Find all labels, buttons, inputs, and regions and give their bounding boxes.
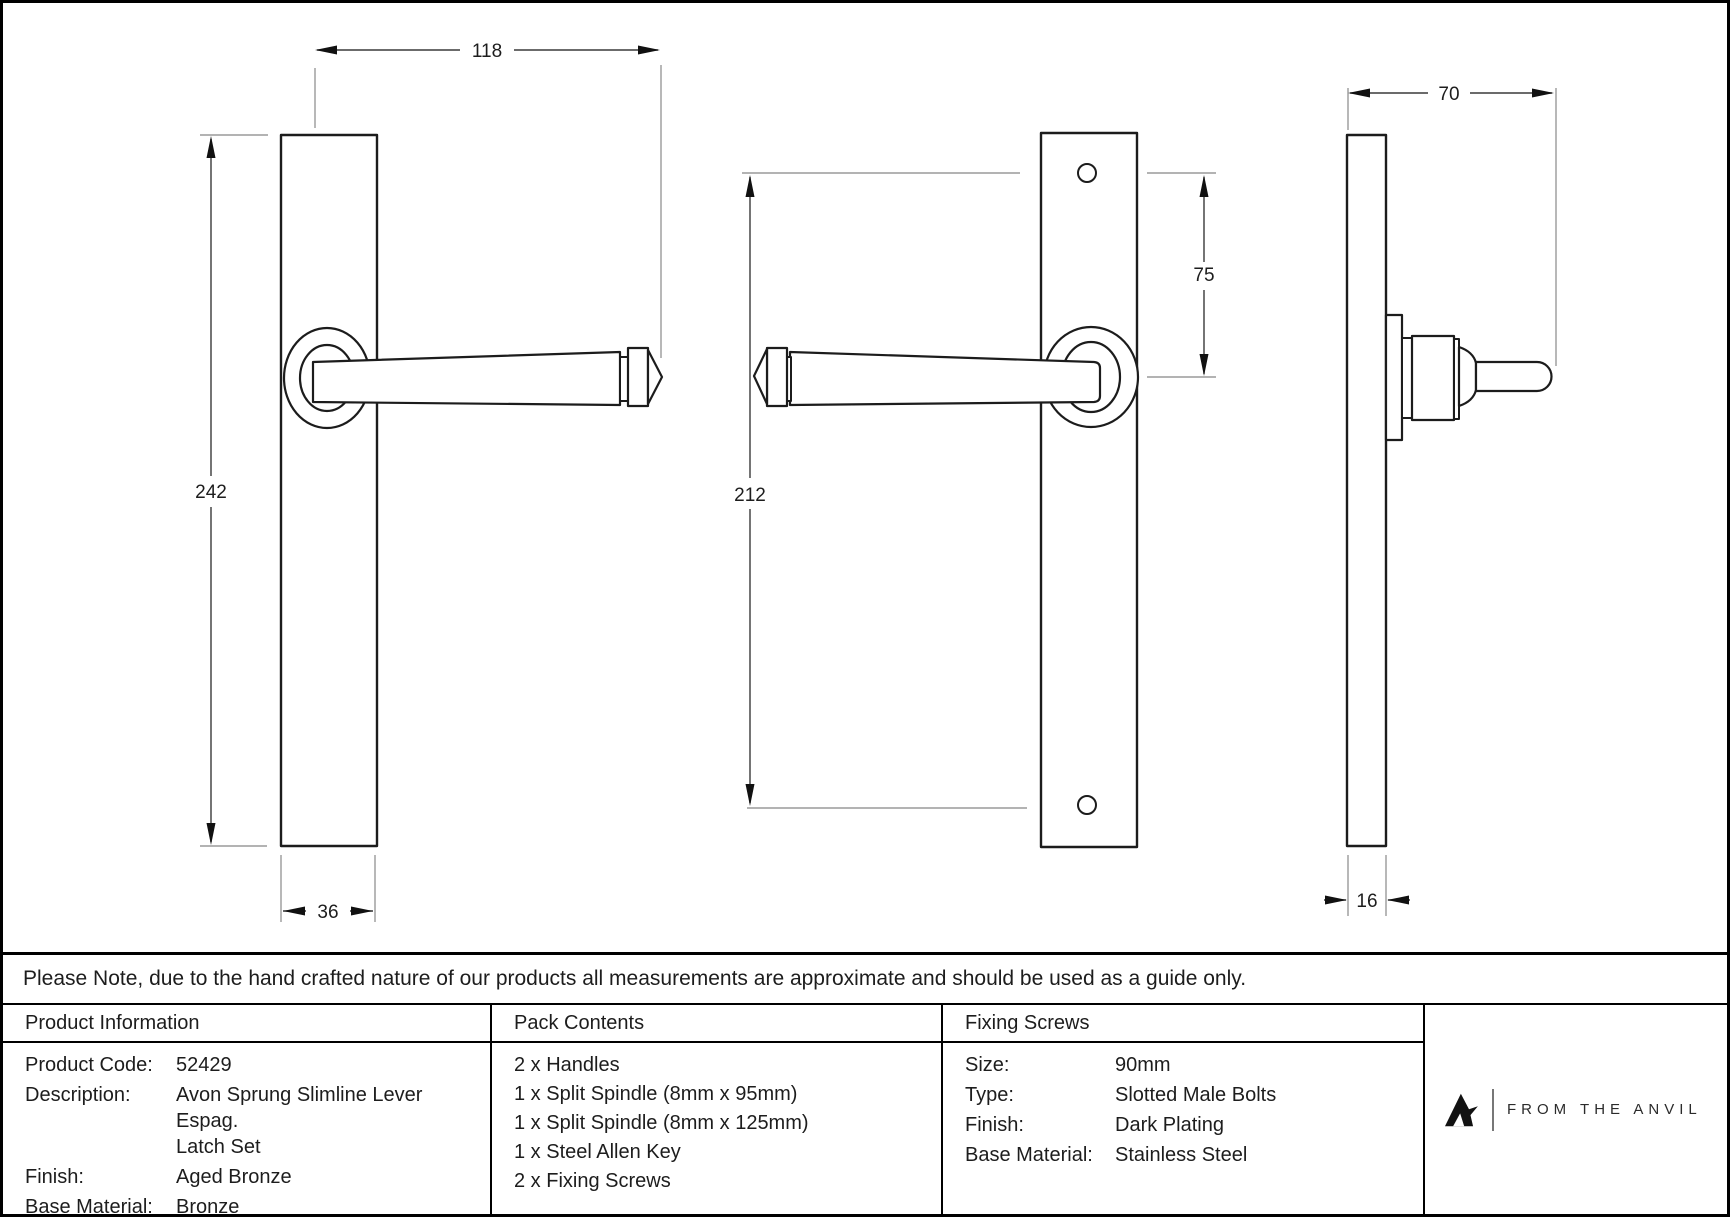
row-label: Base Material: <box>25 1196 153 1217</box>
finish-row: Finish: Dark Plating <box>965 1112 1417 1138</box>
finish-row: Finish: Aged Bronze <box>25 1164 484 1190</box>
handle-technical-drawing: 242 118 36 <box>195 41 1557 923</box>
row-label: Description: <box>25 1084 131 1106</box>
arrow-up-icon <box>745 175 755 197</box>
arrow-right-icon <box>638 45 660 55</box>
arrow-down-icon <box>745 784 755 806</box>
mid-lever-collar <box>765 346 789 408</box>
row-value: 90mm <box>1115 1054 1171 1076</box>
dim-plate-width: 36 <box>317 902 338 923</box>
product-information-body: Product Code: 52429 Description: Avon Sp… <box>3 1043 490 1217</box>
row-value: Avon Sprung Slimline Lever Espag. Latch … <box>176 1084 423 1158</box>
dim-plate-height: 242 <box>195 482 227 503</box>
front-lever-neck <box>619 356 629 402</box>
mid-backplate <box>1039 131 1139 849</box>
front-lever-tip-cone <box>646 348 664 406</box>
brand-lockup: FROM THE ANVIL <box>1425 1088 1702 1131</box>
mid-lever-tip-cone <box>752 347 769 406</box>
hole-spacing-extension-lines <box>742 172 1027 809</box>
arrow-down-icon <box>1199 354 1209 376</box>
anvil-logo-icon <box>1444 1093 1478 1126</box>
top-screw-hole <box>1077 163 1097 183</box>
arrow-up-icon <box>1199 175 1209 197</box>
mid-lever-grip <box>788 350 1102 407</box>
side-collar-ring <box>1401 337 1413 419</box>
side-boss-block <box>1410 334 1456 422</box>
size-row: Size: 90mm <box>965 1052 1417 1078</box>
note-text: Please Note, due to the hand crafted nat… <box>23 967 1247 990</box>
pack-item: 2 x Handles <box>514 1054 620 1076</box>
product-code-row: Product Code: 52429 <box>25 1052 484 1078</box>
fixing-screws-column: Fixing Screws Size: 90mm Type: Slotted M… <box>943 1005 1425 1214</box>
brand-name: FROM THE ANVIL <box>1507 1101 1702 1118</box>
height-extension-lines <box>200 134 268 847</box>
row-label: Finish: <box>25 1166 84 1188</box>
width-extension-lines <box>280 855 376 922</box>
row-label: Base Material: <box>965 1144 1093 1166</box>
dim-thickness: 16 <box>1356 891 1377 912</box>
arrow-left-icon <box>1387 895 1409 905</box>
offset-extension-lines <box>1147 172 1216 378</box>
front-view: 242 118 36 <box>195 41 664 923</box>
arrow-right-icon <box>1532 88 1554 98</box>
pack-item: 1 x Steel Allen Key <box>514 1141 681 1163</box>
row-value: Aged Bronze <box>176 1166 292 1188</box>
row-label: Type: <box>965 1084 1014 1106</box>
thickness-extension-lines <box>1347 855 1387 916</box>
row-value: 52429 <box>176 1054 232 1076</box>
arrow-right-icon <box>1325 895 1347 905</box>
pack-contents-header: Pack Contents <box>492 1005 941 1043</box>
pack-item: 2 x Fixing Screws <box>514 1170 671 1192</box>
side-lever-grip-end <box>1474 360 1553 393</box>
arrow-left-icon <box>1348 88 1370 98</box>
row-label: Product Code: <box>25 1054 153 1076</box>
fixing-screws-body: Size: 90mm Type: Slotted Male Bolts Fini… <box>943 1043 1423 1168</box>
arrow-left-icon <box>315 45 337 55</box>
brand-divider <box>1492 1088 1494 1131</box>
pack-contents-body: 2 x Handles 1 x Split Spindle (8mm x 95m… <box>492 1043 941 1194</box>
row-value: Stainless Steel <box>1115 1144 1248 1166</box>
arrow-left-icon <box>283 906 305 916</box>
fixing-screws-header: Fixing Screws <box>943 1005 1423 1043</box>
front-backplate <box>279 133 379 848</box>
base-material-row: Base Material: Stainless Steel <box>965 1142 1417 1168</box>
side-lever-taper <box>1457 345 1478 408</box>
base-material-row: Base Material: Bronze <box>25 1194 484 1217</box>
dim-handle-offset: 75 <box>1193 265 1214 286</box>
product-information-header: Product Information <box>3 1005 490 1043</box>
description-row: Description: Avon Sprung Slimline Lever … <box>25 1082 484 1160</box>
mirrored-view: 212 75 <box>734 131 1216 849</box>
row-value: Bronze <box>176 1196 240 1217</box>
front-lever-grip <box>311 350 622 407</box>
row-value: Slotted Male Bolts <box>1115 1084 1277 1106</box>
side-backplate <box>1345 133 1388 848</box>
side-view: 70 16 <box>1324 84 1557 916</box>
side-rose-profile <box>1384 313 1404 442</box>
bottom-screw-hole <box>1077 795 1097 815</box>
pack-contents-column: Pack Contents 2 x Handles 1 x Split Spin… <box>492 1005 943 1214</box>
lever-extension-lines <box>314 65 662 358</box>
front-lever-collar <box>626 346 650 408</box>
arrow-down-icon <box>206 823 216 845</box>
projection-extension-lines <box>1347 88 1557 366</box>
type-row: Type: Slotted Male Bolts <box>965 1082 1417 1108</box>
note-row: Please Note, due to the hand crafted nat… <box>0 952 1730 1005</box>
arrow-right-icon <box>351 906 373 916</box>
dim-projection: 70 <box>1438 84 1459 105</box>
row-label: Finish: <box>965 1114 1024 1136</box>
row-value: Dark Plating <box>1115 1114 1224 1136</box>
pack-item: 1 x Split Spindle (8mm x 95mm) <box>514 1083 798 1105</box>
arrow-up-icon <box>206 136 216 158</box>
dim-hole-spacing: 212 <box>734 485 766 506</box>
brand-column: FROM THE ANVIL <box>1425 1005 1727 1214</box>
dim-lever-length: 118 <box>472 41 502 62</box>
pack-item: 1 x Split Spindle (8mm x 125mm) <box>514 1112 809 1134</box>
product-information-column: Product Information Product Code: 52429 … <box>3 1005 492 1217</box>
row-label: Size: <box>965 1054 1010 1076</box>
